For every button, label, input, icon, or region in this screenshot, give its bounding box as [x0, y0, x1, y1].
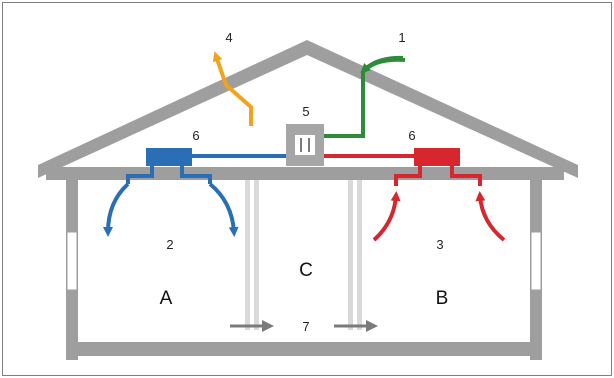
- label-7: 7: [302, 319, 309, 334]
- ceiling-slab: [46, 167, 564, 180]
- label-4: 4: [225, 30, 232, 45]
- floor: [66, 342, 542, 356]
- room-label-a: A: [160, 288, 173, 309]
- label-3: 3: [436, 237, 443, 252]
- extract-collector: [414, 148, 460, 166]
- supply-air-arrow-right: [208, 182, 239, 237]
- exhaust-air-duct: [212, 51, 253, 126]
- extract-branch-left: [394, 166, 422, 186]
- right-window: [530, 231, 542, 291]
- transfer-arrow-left: [230, 320, 274, 332]
- label-5: 5: [302, 104, 309, 119]
- outdoor-air-duct: [322, 57, 406, 138]
- partition-left: [245, 180, 259, 330]
- label-1: 1: [398, 30, 405, 45]
- supply-branch-left: [126, 166, 154, 184]
- room-label-c: C: [299, 260, 313, 281]
- extract-air-arrow-right: [475, 191, 506, 242]
- outdoor-air-arrow: [360, 55, 404, 74]
- supply-distributor: [146, 148, 192, 166]
- supply-air-arrow-left: [103, 182, 130, 237]
- room-label-b: B: [436, 288, 449, 309]
- label-2: 2: [166, 237, 173, 252]
- supply-branch-right: [180, 166, 212, 184]
- extract-air-arrow-left: [372, 191, 401, 242]
- left-window: [66, 231, 78, 291]
- partition-right: [348, 180, 362, 330]
- extract-branch-right: [450, 166, 482, 186]
- transfer-arrow-right: [334, 320, 378, 332]
- label-6-left: 6: [192, 128, 199, 143]
- label-6-right: 6: [408, 128, 415, 143]
- heat-recovery-unit: [286, 124, 324, 166]
